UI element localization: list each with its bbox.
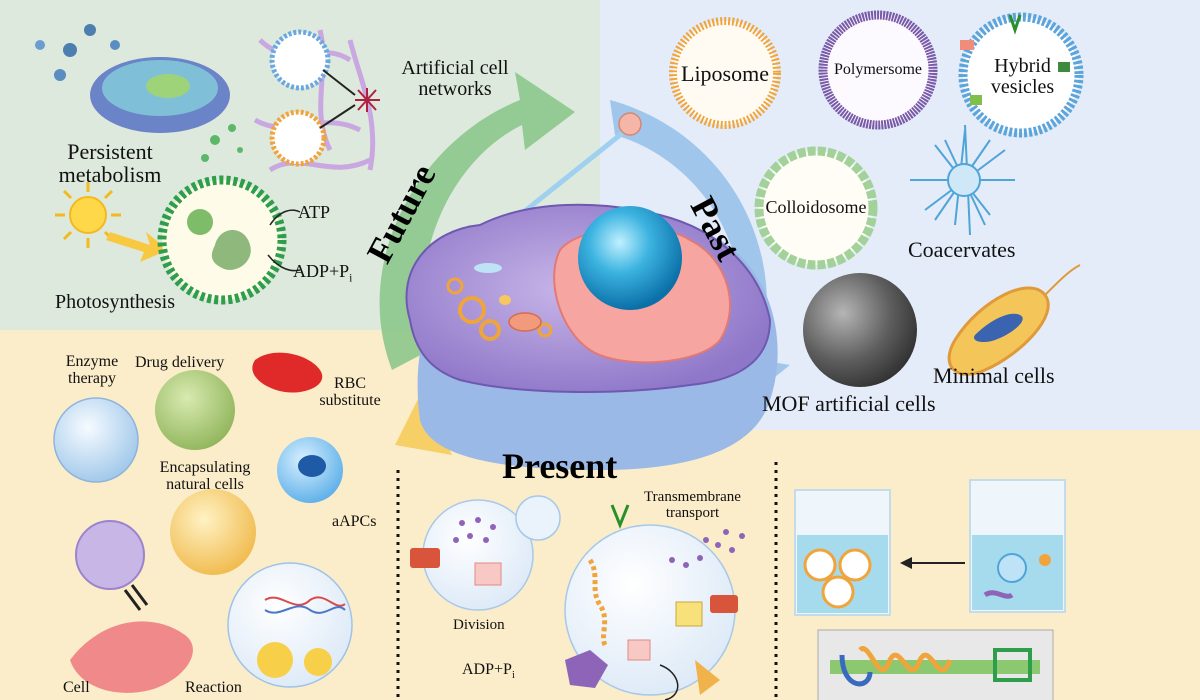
mof-artificial-cell bbox=[803, 273, 917, 387]
cell-artificial-vesicle bbox=[75, 520, 145, 590]
label-line: Encapsulating bbox=[159, 459, 251, 476]
colloidosome bbox=[754, 146, 878, 270]
label-line: natural cells bbox=[166, 475, 244, 493]
label-line: Enzyme bbox=[65, 353, 119, 370]
label-hybrid-vesicles: Hybrid vesicles bbox=[975, 56, 1070, 98]
enzyme-therapy-vesicle bbox=[53, 397, 139, 483]
label-photosynthesis: Photosynthesis bbox=[55, 291, 176, 313]
central-cell-illustration bbox=[405, 203, 778, 470]
red-blood-cell bbox=[252, 352, 323, 393]
label-enzyme-therapy: Enzyme therapy bbox=[42, 353, 142, 388]
label-polymersome: Polymersome bbox=[834, 61, 922, 78]
nucleus bbox=[578, 206, 682, 310]
label-adp-pi-text: ADP+P bbox=[462, 661, 512, 678]
label-line: Transmembrane bbox=[644, 489, 741, 505]
liposome bbox=[669, 17, 781, 129]
label-aapcs: aAPCs bbox=[332, 513, 377, 530]
transport-dots bbox=[669, 529, 745, 568]
polymersome bbox=[818, 10, 938, 130]
membrane-protein bbox=[410, 548, 440, 568]
label-adp-pi-subscript: i bbox=[349, 271, 353, 285]
division-cube bbox=[474, 562, 502, 586]
label-liposome: Liposome bbox=[681, 61, 769, 86]
label-line: Hybrid bbox=[994, 55, 1051, 77]
label-line: therapy bbox=[68, 369, 116, 387]
label-present-adp-pi: ADP+Pi bbox=[462, 661, 515, 682]
label-transmembrane-transport: Transmembrane transport bbox=[630, 489, 755, 522]
persistent-metabolism-cell bbox=[35, 24, 243, 162]
beaker-left bbox=[794, 489, 891, 616]
label-adp-pi-subscript: i bbox=[511, 670, 515, 682]
label-line: vesicles bbox=[990, 76, 1055, 98]
label-adp-pi-text: ADP+P bbox=[293, 261, 350, 281]
label-line: metabolism bbox=[58, 162, 162, 188]
label-coacervates: Coacervates bbox=[908, 237, 1016, 262]
label-rbc-substitute: RBC substitute bbox=[300, 375, 400, 410]
label-line: RBC bbox=[333, 375, 366, 392]
hybrid-vesicle bbox=[958, 12, 1084, 138]
photosynthesis-illustration bbox=[55, 175, 301, 305]
label-line: substitute bbox=[319, 391, 381, 409]
artificial-cell-network bbox=[253, 29, 380, 173]
label-colloidosome: Colloidosome bbox=[765, 197, 867, 217]
label-encapsulating-natural-cells: Encapsulating natural cells bbox=[140, 459, 270, 494]
beaker-right bbox=[969, 479, 1066, 613]
minimal-cell bbox=[947, 264, 1081, 376]
label-division: Division bbox=[453, 617, 505, 633]
era-label-present: Present bbox=[502, 446, 618, 486]
label-persistent-metabolism: Persistent metabolism bbox=[45, 140, 175, 186]
label-cell: Cell bbox=[63, 679, 90, 696]
label-reaction: Reaction bbox=[185, 679, 242, 696]
coacervate bbox=[910, 124, 1015, 236]
label-line: networks bbox=[418, 78, 492, 100]
label-minimal-cells: Minimal cells bbox=[933, 363, 1055, 388]
label-line: Persistent bbox=[67, 139, 153, 164]
label-drug-delivery: Drug delivery bbox=[135, 354, 225, 371]
drug-delivery-vesicle bbox=[155, 370, 235, 450]
label-line: transport bbox=[665, 504, 720, 521]
label-artificial-cell-networks: Artificial cell networks bbox=[385, 58, 525, 100]
encapsulating-natural-cells-vesicle bbox=[170, 489, 256, 575]
membrane-protein-panel bbox=[817, 629, 1054, 700]
natural-cell bbox=[70, 621, 193, 693]
pipette-bulb bbox=[618, 112, 642, 136]
label-line: Artificial cell bbox=[401, 57, 509, 79]
label-adp-pi: ADP+Pi bbox=[293, 262, 352, 285]
division-dots bbox=[453, 517, 496, 543]
future-arrow bbox=[379, 72, 575, 370]
label-mof-artificial-cells: MOF artificial cells bbox=[762, 391, 936, 416]
label-atp: ATP bbox=[298, 202, 331, 222]
